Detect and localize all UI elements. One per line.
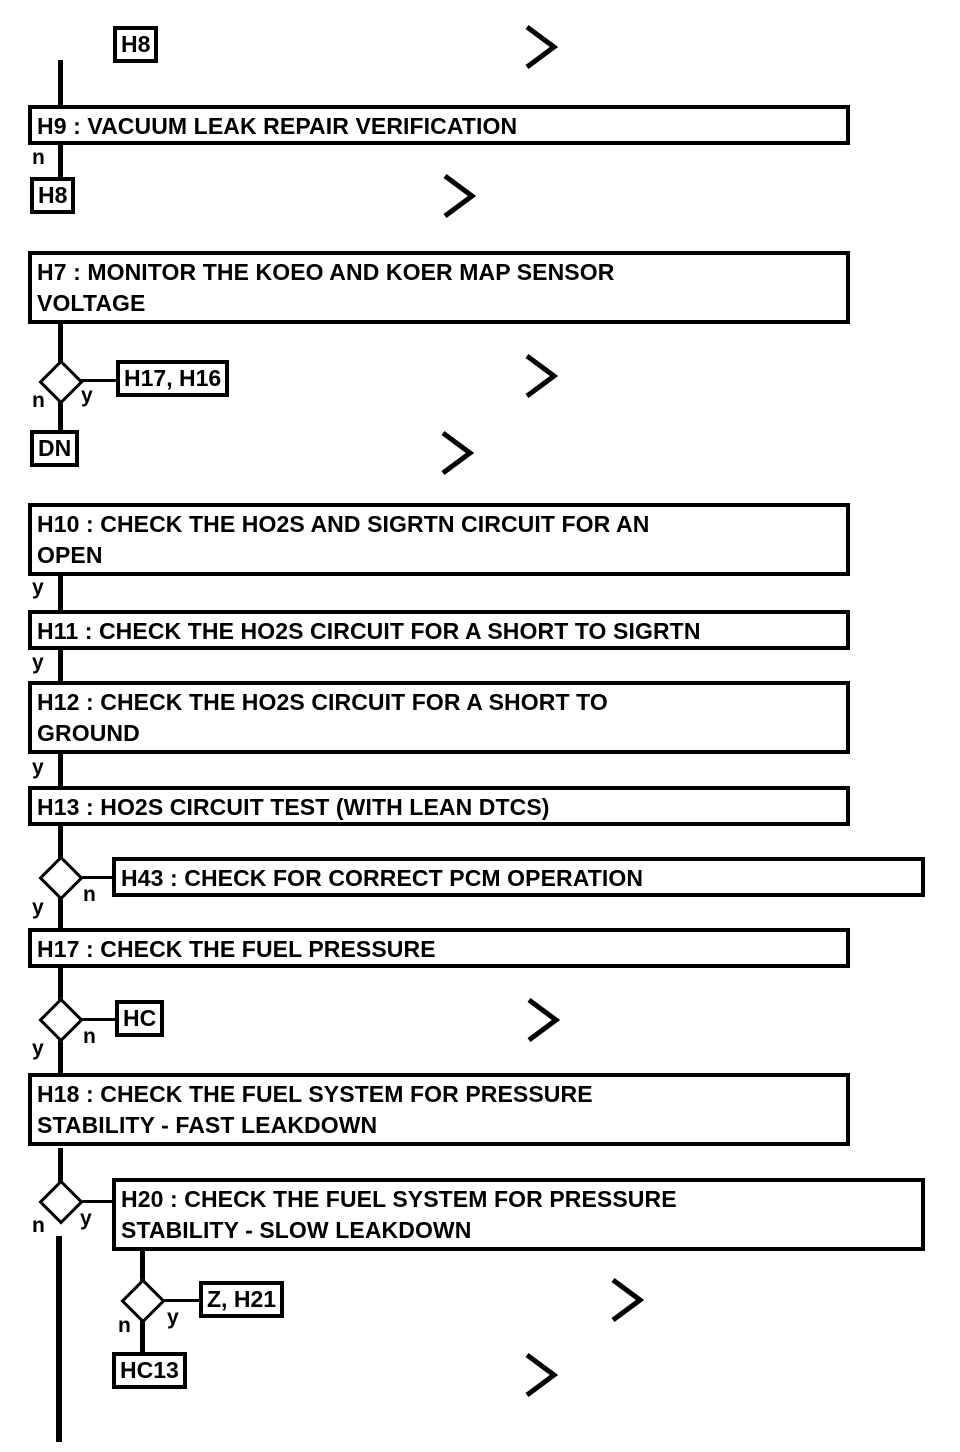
reference-box-h17-h16[interactable]: H17, H16 <box>116 360 230 397</box>
connector-h13-to-decision <box>58 822 63 860</box>
reference-box-hc[interactable]: HC <box>115 1000 165 1037</box>
step-box-h13[interactable]: H13 : HO2S CIRCUIT TEST (WITH LEAN DTCS) <box>28 786 850 826</box>
step-box-h20[interactable]: H20 : CHECK THE FUEL SYSTEM FOR PRESSURE… <box>112 1178 925 1251</box>
connector-h18-to-decision <box>58 1148 63 1186</box>
step-box-h12[interactable]: H12 : CHECK THE HO2S CIRCUIT FOR A SHORT… <box>28 681 850 754</box>
connector-decision-to-h18 <box>58 1034 63 1074</box>
branch-label-h7-y: y <box>81 384 93 407</box>
chevron-right-icon-3 <box>524 353 560 399</box>
connector-h11-to-h12 <box>58 647 63 683</box>
step-box-h9[interactable]: H9 : VACUUM LEAK REPAIR VERIFICATION <box>28 105 850 145</box>
chevron-right-icon-4 <box>440 430 476 476</box>
branch-label-h18-n: n <box>32 1214 45 1237</box>
connector-decision-to-h20 <box>77 1200 115 1203</box>
connector-decision-to-h43 <box>77 876 113 879</box>
connector-decision-to-h17 <box>58 890 63 929</box>
chevron-right-icon-2 <box>442 173 478 219</box>
step-box-h18[interactable]: H18 : CHECK THE FUEL SYSTEM FOR PRESSURE… <box>28 1073 850 1146</box>
connector-decision-to-zh21 <box>159 1299 202 1302</box>
connector-decision-to-hc <box>77 1018 117 1021</box>
chevron-right-icon-7 <box>524 1352 560 1398</box>
branch-label-h17-n: n <box>83 1025 96 1048</box>
step-box-h10[interactable]: H10 : CHECK THE HO2S AND SIGRTN CIRCUIT … <box>28 503 850 576</box>
branch-label-h20-n: n <box>118 1314 131 1337</box>
reference-box-h8-lower[interactable]: H8 <box>30 177 76 214</box>
reference-box-dn[interactable]: DN <box>30 430 80 467</box>
step-box-h17[interactable]: H17 : CHECK THE FUEL PRESSURE <box>28 928 850 968</box>
connector-h9-to-h8 <box>58 143 63 179</box>
branch-label-h13-n: n <box>83 883 96 906</box>
branch-label-h18-y: y <box>80 1207 92 1230</box>
branch-label-h13-y: y <box>32 896 44 919</box>
reference-box-h8-top[interactable]: H8 <box>113 26 159 63</box>
connector-h10-to-h11 <box>58 573 63 612</box>
branch-label-h17-y: y <box>32 1037 44 1060</box>
branch-label-h9-n: n <box>32 146 45 169</box>
connector-dashed-trunk <box>56 1236 62 1442</box>
connector-h7-to-decision <box>58 322 63 368</box>
branch-label-h20-y: y <box>167 1306 179 1329</box>
decision-diamond-h13 <box>38 855 84 901</box>
step-box-h43[interactable]: H43 : CHECK FOR CORRECT PCM OPERATION <box>112 857 925 897</box>
chevron-right-icon-1 <box>524 24 560 70</box>
step-box-h11[interactable]: H11 : CHECK THE HO2S CIRCUIT FOR A SHORT… <box>28 610 850 650</box>
chevron-right-icon-6 <box>610 1277 646 1323</box>
connector-decision-to-hc13 <box>140 1316 145 1353</box>
connector-decision-to-dn <box>58 396 63 432</box>
reference-box-z-h21[interactable]: Z, H21 <box>199 1281 285 1318</box>
decision-diamond-h7 <box>38 359 84 405</box>
connector-h17-to-decision <box>58 964 63 1002</box>
branch-label-h10-y: y <box>32 576 44 599</box>
branch-label-h7-n: n <box>32 389 45 412</box>
branch-label-h11-y: y <box>32 651 44 674</box>
decision-diamond-h18 <box>38 1179 84 1225</box>
reference-box-hc13[interactable]: HC13 <box>112 1352 187 1389</box>
branch-label-h12-y: y <box>32 756 44 779</box>
chevron-right-icon-5 <box>526 997 562 1043</box>
step-box-h7[interactable]: H7 : MONITOR THE KOEO AND KOER MAP SENSO… <box>28 251 850 324</box>
connector-h8-to-h9 <box>58 60 63 108</box>
connector-h20-to-decision <box>140 1249 145 1286</box>
connector-h12-to-h13 <box>58 752 63 788</box>
decision-diamond-h17 <box>38 997 84 1043</box>
connector-decision-to-h17h16 <box>77 379 120 382</box>
